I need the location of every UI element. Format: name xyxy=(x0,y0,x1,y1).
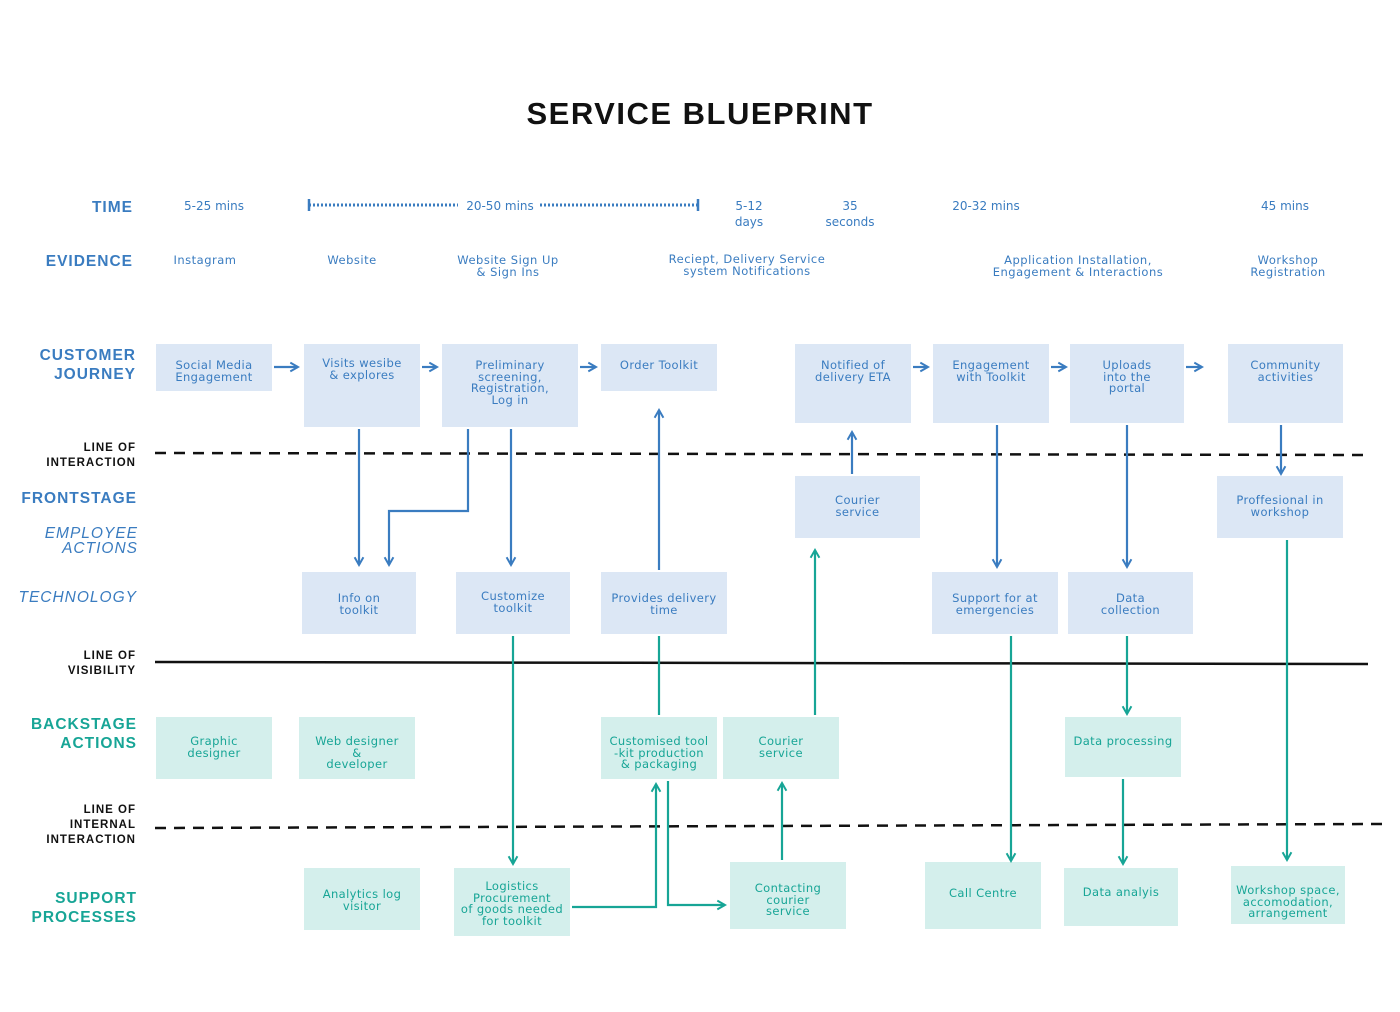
frontstage-box-professional-workshop: Proffesional in workshop xyxy=(1217,476,1343,538)
time-3: 5-12 days xyxy=(734,199,764,229)
journey-box-visits-website: Visits wesibe & explores xyxy=(304,344,420,427)
backstage-box-courier-service: Courier service xyxy=(723,717,839,779)
tech-box-customize-toolkit: Customize toolkit xyxy=(456,572,570,634)
journey-box-notified-eta: Notified of delivery ETA xyxy=(795,344,911,423)
row-label-frontstage: FRONTSTAGE xyxy=(21,490,137,507)
support-box-data-analysis: Data analyis xyxy=(1064,868,1178,926)
backstage-box-web-designer: Web designer & developer xyxy=(299,717,415,779)
evidence-4: Reciept, Delivery Service system Notific… xyxy=(668,252,826,278)
time-6: 45 mins xyxy=(1261,199,1309,213)
journey-box-uploads-portal: Uploads into the portal xyxy=(1070,344,1184,423)
line-of-visibility xyxy=(154,660,1369,666)
evidence-1: Instagram xyxy=(173,253,237,267)
support-box-call-centre: Call Centre xyxy=(925,862,1041,929)
support-box-analytics-log: Analytics log visitor xyxy=(304,868,420,930)
support-box-logistics-procurement: Logistics Procurement of goods needed fo… xyxy=(454,868,570,936)
backstage-box-toolkit-production: Customised tool -kit production & packag… xyxy=(601,717,717,779)
evidence-5: Application Installation, Engagement & I… xyxy=(992,253,1164,279)
arrow-screening-to-info xyxy=(383,429,470,567)
time-range-bar xyxy=(307,199,700,211)
row-label-technology: TECHNOLOGY xyxy=(18,589,137,606)
line-of-internal-interaction xyxy=(154,822,1383,830)
row-label-evidence: EVIDENCE xyxy=(45,253,133,270)
time-4: 35 seconds xyxy=(825,199,875,229)
arrow-logistics-to-production xyxy=(572,782,662,909)
arrow-production-to-contacting xyxy=(666,781,727,911)
row-label-line-of-interaction: LINE OF INTERACTION xyxy=(46,442,136,469)
support-box-workshop-space: Workshop space, accomodation, arrangemen… xyxy=(1231,866,1345,924)
time-1: 5-25 mins xyxy=(184,199,244,213)
evidence-3: Website Sign Up & Sign Ins xyxy=(457,253,559,279)
row-label-time: TIME xyxy=(91,199,133,216)
backstage-box-graphic-designer: Graphic designer xyxy=(156,717,272,779)
row-label-customer-journey: CUSTOMER JOURNEY xyxy=(39,347,136,383)
row-label-backstage-actions: BACKSTAGE ACTIONS xyxy=(30,716,137,752)
time-5: 20-32 mins xyxy=(952,199,1020,213)
journey-box-engagement-toolkit: Engagement with Toolkit xyxy=(933,344,1049,423)
row-label-employee-actions: EMPLOYEE ACTIONS xyxy=(44,525,138,557)
row-label-line-of-internal-interaction: LINE OF INTERNAL INTERACTION xyxy=(46,804,136,846)
journey-box-preliminary-screening: Preliminary screening, Registration, Log… xyxy=(442,344,578,427)
journey-box-social-media: Social Media Engagement xyxy=(156,344,272,391)
row-label-support-processes: SUPPORT PROCESSES xyxy=(31,890,137,926)
evidence-6: Workshop Registration xyxy=(1250,253,1326,279)
tech-box-data-collection: Data collection xyxy=(1068,572,1193,634)
support-box-contacting-courier: Contacting courier service xyxy=(730,862,846,929)
time-2: 20-50 mins xyxy=(466,199,534,213)
page-title: SERVICE BLUEPRINT xyxy=(526,96,874,131)
line-of-interaction xyxy=(154,451,1369,457)
frontstage-box-courier-service: Courier service xyxy=(795,476,920,538)
evidence-2: Website xyxy=(327,253,377,267)
journey-box-order-toolkit: Order Toolkit xyxy=(601,344,717,391)
backstage-box-data-processing: Data processing xyxy=(1065,717,1181,777)
journey-box-community-activities: Community activities xyxy=(1228,344,1343,423)
tech-box-delivery-time: Provides delivery time xyxy=(601,572,727,634)
row-label-line-of-visibility: LINE OF VISIBILITY xyxy=(67,650,136,677)
tech-box-info-toolkit: Info on toolkit xyxy=(302,572,416,634)
tech-box-support-emergencies: Support for at emergencies xyxy=(932,572,1058,634)
